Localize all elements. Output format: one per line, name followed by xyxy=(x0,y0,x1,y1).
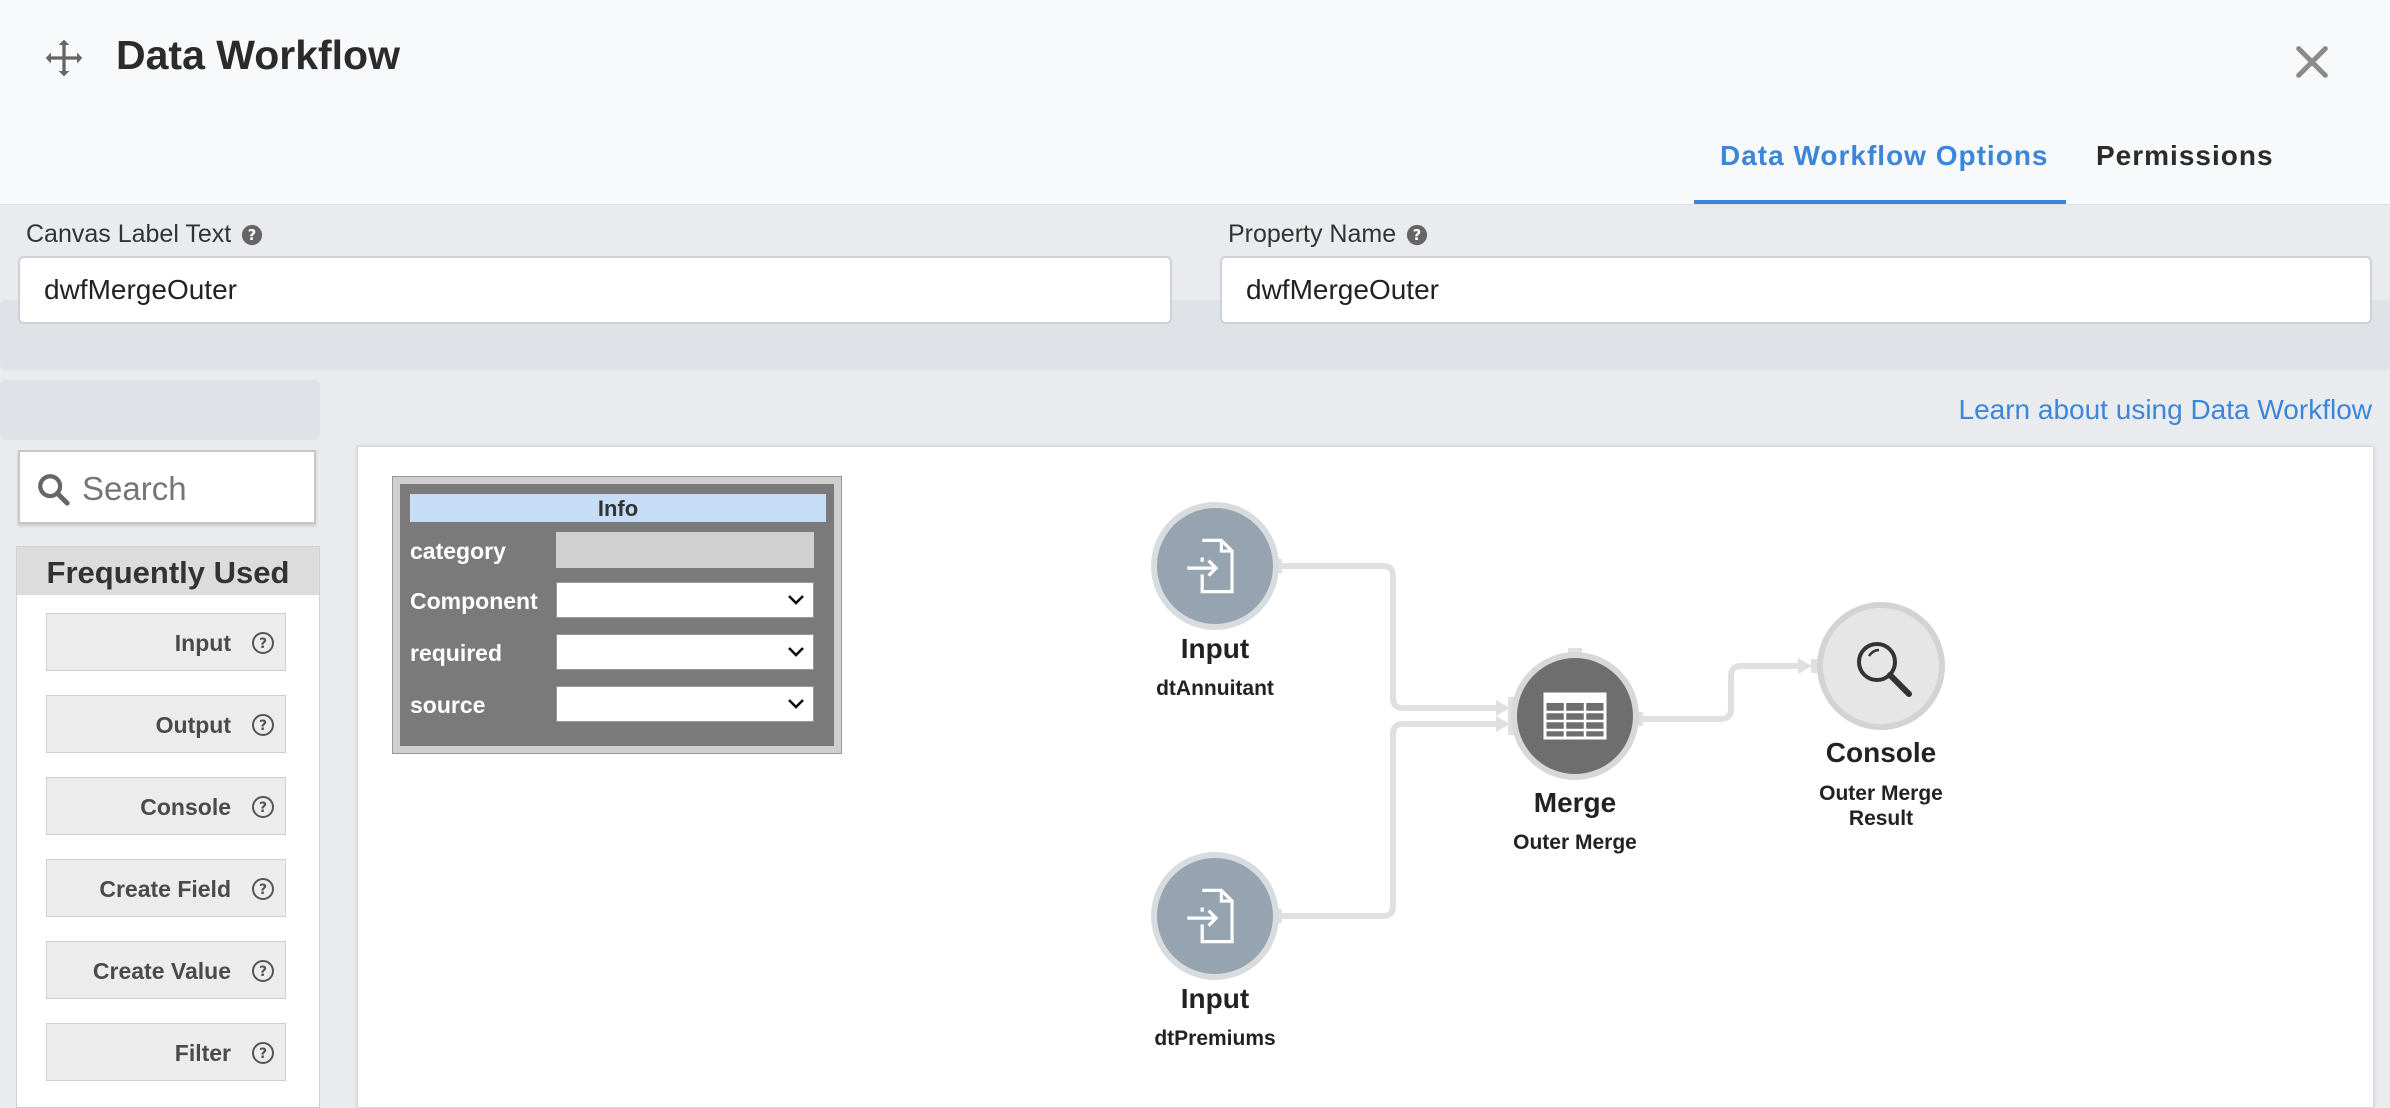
input-file-icon xyxy=(1187,888,1234,944)
chevron-down-icon xyxy=(788,699,804,709)
palette-item-console[interactable]: Console ? xyxy=(46,777,286,835)
search-input[interactable] xyxy=(80,464,304,514)
info-key: Component xyxy=(410,588,538,614)
palette-item-create-field[interactable]: Create Field ? xyxy=(46,859,286,917)
svg-text:?: ? xyxy=(259,1046,267,1062)
palette-item-label: Create Value xyxy=(92,958,231,984)
node-title: Input xyxy=(1180,633,1250,664)
palette-item-label: Output xyxy=(155,712,231,738)
node-subtitle: dtAnnuitant xyxy=(1156,677,1274,700)
input-file-icon xyxy=(1187,538,1234,594)
canvas-label-text-input[interactable] xyxy=(18,256,1172,324)
category-value xyxy=(556,532,814,568)
palette-item-label: Filter xyxy=(174,1040,231,1066)
palette-item-label: Create Field xyxy=(99,876,231,902)
property-name-label: Property Name ? xyxy=(1228,220,1428,249)
port xyxy=(1635,712,1643,726)
canvas-label-text-label: Canvas Label Text ? xyxy=(26,220,263,249)
palette-item-filter[interactable]: Filter ? xyxy=(46,1023,286,1081)
property-name-input[interactable] xyxy=(1220,256,2372,324)
info-key: category xyxy=(410,538,506,564)
property-name-caption: Property Name xyxy=(1228,220,1397,248)
learn-data-workflow-link[interactable]: Learn about using Data Workflow xyxy=(1958,394,2373,425)
node-subtitle: dtPremiums xyxy=(1154,1027,1276,1050)
svg-text:?: ? xyxy=(259,718,267,734)
component-select[interactable] xyxy=(556,582,814,618)
magnifier-icon xyxy=(1857,642,1912,697)
chevron-down-icon xyxy=(788,595,804,605)
palette-search[interactable] xyxy=(18,450,316,524)
svg-text:?: ? xyxy=(259,800,267,816)
help-icon[interactable]: ? xyxy=(1406,224,1428,246)
svg-text:?: ? xyxy=(1413,227,1422,244)
info-panel-title: Info xyxy=(410,494,826,522)
console-node-outer-merge-result[interactable] xyxy=(1817,602,1945,730)
arrow-head xyxy=(1798,658,1812,674)
question-icon[interactable]: ? xyxy=(251,795,275,819)
question-icon[interactable]: ? xyxy=(251,1041,275,1065)
active-tab-indicator xyxy=(1694,200,2066,204)
node-title: Merge xyxy=(1533,787,1617,818)
svg-text:?: ? xyxy=(259,964,267,980)
connector-input2-merge xyxy=(1279,721,1496,919)
svg-text:?: ? xyxy=(248,227,257,244)
search-icon xyxy=(38,474,70,506)
frequently-used-header: Frequently Used xyxy=(17,547,319,595)
required-select[interactable] xyxy=(556,634,814,670)
node-title: Input xyxy=(1180,983,1250,1014)
tab-data-workflow-options[interactable]: Data Workflow Options xyxy=(1720,140,2049,171)
palette-item-output[interactable]: Output ? xyxy=(46,695,286,753)
info-key: required xyxy=(410,640,503,666)
workflow-canvas[interactable]: Info category Component required source xyxy=(357,446,2374,1108)
input-node-dtpremiums[interactable] xyxy=(1151,852,1279,980)
info-row-component: Component xyxy=(410,582,826,622)
svg-text:?: ? xyxy=(259,636,267,652)
source-select[interactable] xyxy=(556,686,814,722)
arrow-head xyxy=(1496,700,1510,716)
node-subtitle: Outer Merge Result xyxy=(1819,782,1943,830)
question-icon[interactable]: ? xyxy=(251,959,275,983)
palette-panel: Frequently Used Input ? Output ? Console… xyxy=(16,546,320,1108)
info-key: source xyxy=(410,692,486,718)
input-node-dtannuitant[interactable] xyxy=(1151,502,1279,630)
canvas-label-text-caption: Canvas Label Text xyxy=(26,220,232,248)
question-icon[interactable]: ? xyxy=(251,877,275,901)
background-ghost xyxy=(0,380,320,440)
palette-item-label: Console xyxy=(140,794,231,820)
port xyxy=(1811,659,1819,673)
merge-node-outer-merge[interactable] xyxy=(1511,652,1639,780)
palette-item-input[interactable]: Input ? xyxy=(46,613,286,671)
node-title: Console xyxy=(1825,737,1937,768)
close-icon[interactable] xyxy=(2292,42,2332,82)
info-panel: Info category Component required source xyxy=(392,476,842,754)
info-row-source: source xyxy=(410,686,826,726)
question-icon[interactable]: ? xyxy=(251,713,275,737)
arrow-head xyxy=(1496,716,1510,732)
palette-item-label: Input xyxy=(174,630,231,656)
info-row-required: required xyxy=(410,634,826,674)
question-icon[interactable]: ? xyxy=(251,631,275,655)
chevron-down-icon xyxy=(788,647,804,657)
node-subtitle: Outer Merge xyxy=(1513,831,1637,854)
help-icon[interactable]: ? xyxy=(241,224,263,246)
connector-input1-merge xyxy=(1279,563,1496,711)
table-icon xyxy=(1543,692,1607,740)
connector-merge-console xyxy=(1640,663,1798,722)
palette-item-create-value[interactable]: Create Value ? xyxy=(46,941,286,999)
dialog-header: Data Workflow Data Workflow Options Perm… xyxy=(0,0,2390,205)
tab-permissions[interactable]: Permissions xyxy=(2096,140,2274,171)
dialog-title: Data Workflow xyxy=(116,32,400,78)
svg-text:?: ? xyxy=(259,882,267,898)
info-row-category: category xyxy=(410,532,826,572)
move-icon[interactable] xyxy=(44,38,84,78)
